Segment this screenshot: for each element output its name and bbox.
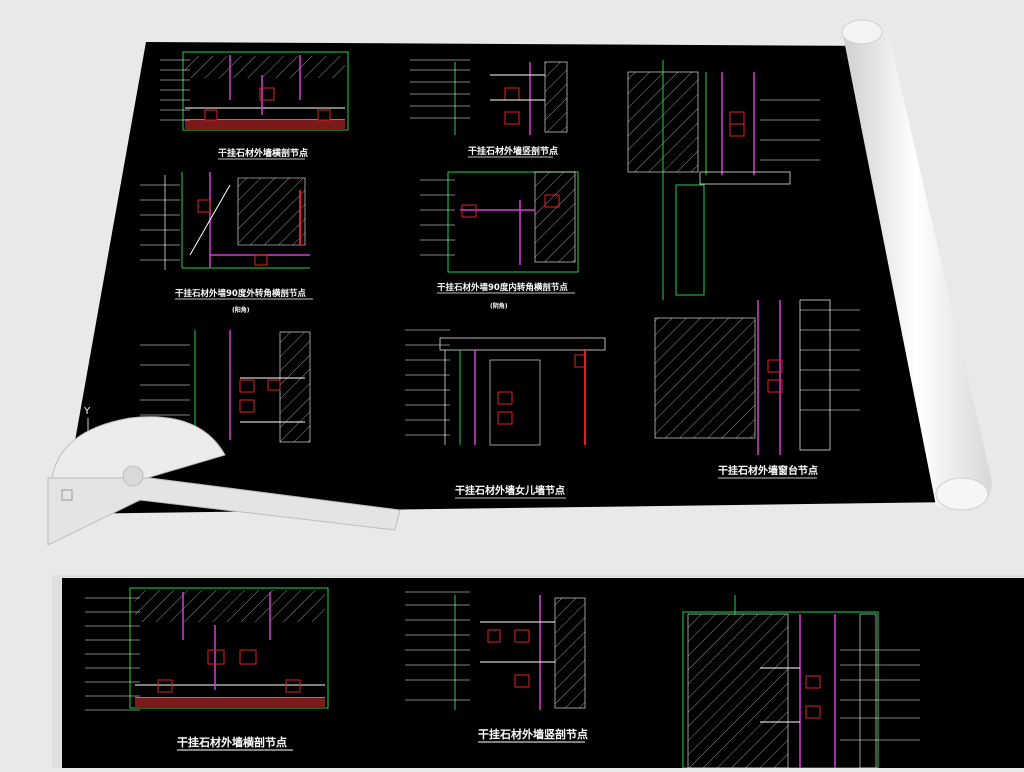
title-v-section-lower: 干挂石材外墙竖剖节点 — [478, 727, 588, 741]
title-inner-corner: 干挂石材外墙90度内转角横剖节点 — [437, 282, 568, 293]
title-h-section-lower: 干挂石材外墙横剖节点 — [177, 735, 287, 749]
title-h-section-upper: 干挂石材外墙横剖节点 — [218, 147, 308, 159]
upper-sheet: 干挂石材外墙横剖节点 干挂石材外墙竖剖节点 — [47, 19, 992, 546]
title-windowsill: 干挂石材外墙窗台节点 — [718, 464, 818, 477]
detail-parapet: 干挂石材外墙女儿墙节点 — [405, 329, 606, 499]
detail-h-section-lower: 干挂石材外墙横剖节点 — [85, 587, 329, 751]
detail-v-section-lower: 干挂石材外墙竖剖节点 — [405, 591, 588, 743]
lower-sheet: 干挂石材外墙横剖节点 干挂石材外墙竖剖节点 — [52, 575, 1024, 769]
title-outer-corner: 干挂石材外墙90度外转角横剖节点 — [175, 288, 306, 299]
detail-h-section-upper: 干挂石材外墙横剖节点 — [160, 51, 349, 160]
detail-outer-corner: 干挂石材外墙90度外转角横剖节点 (阳角) — [140, 172, 313, 314]
detail-inner-corner: 干挂石材外墙90度内转角横剖节点 (阴角) — [420, 171, 579, 310]
title-v-section-upper: 干挂石材外墙竖剖节点 — [468, 145, 558, 157]
axis-y-label: Y — [83, 406, 91, 417]
detail-left-vertical: Y — [83, 330, 311, 443]
detail-v-section-upper: 干挂石材外墙竖剖节点 — [410, 59, 568, 158]
detail-right-lower — [682, 595, 920, 769]
protractor — [47, 416, 401, 546]
note-inner-corner: (阴角) — [490, 302, 508, 310]
title-parapet: 干挂石材外墙女儿墙节点 — [455, 484, 565, 497]
note-outer-corner: (阳角) — [232, 306, 250, 314]
paper-roll — [841, 19, 992, 512]
detail-windowsill: 干挂石材外墙窗台节点 — [627, 60, 860, 479]
